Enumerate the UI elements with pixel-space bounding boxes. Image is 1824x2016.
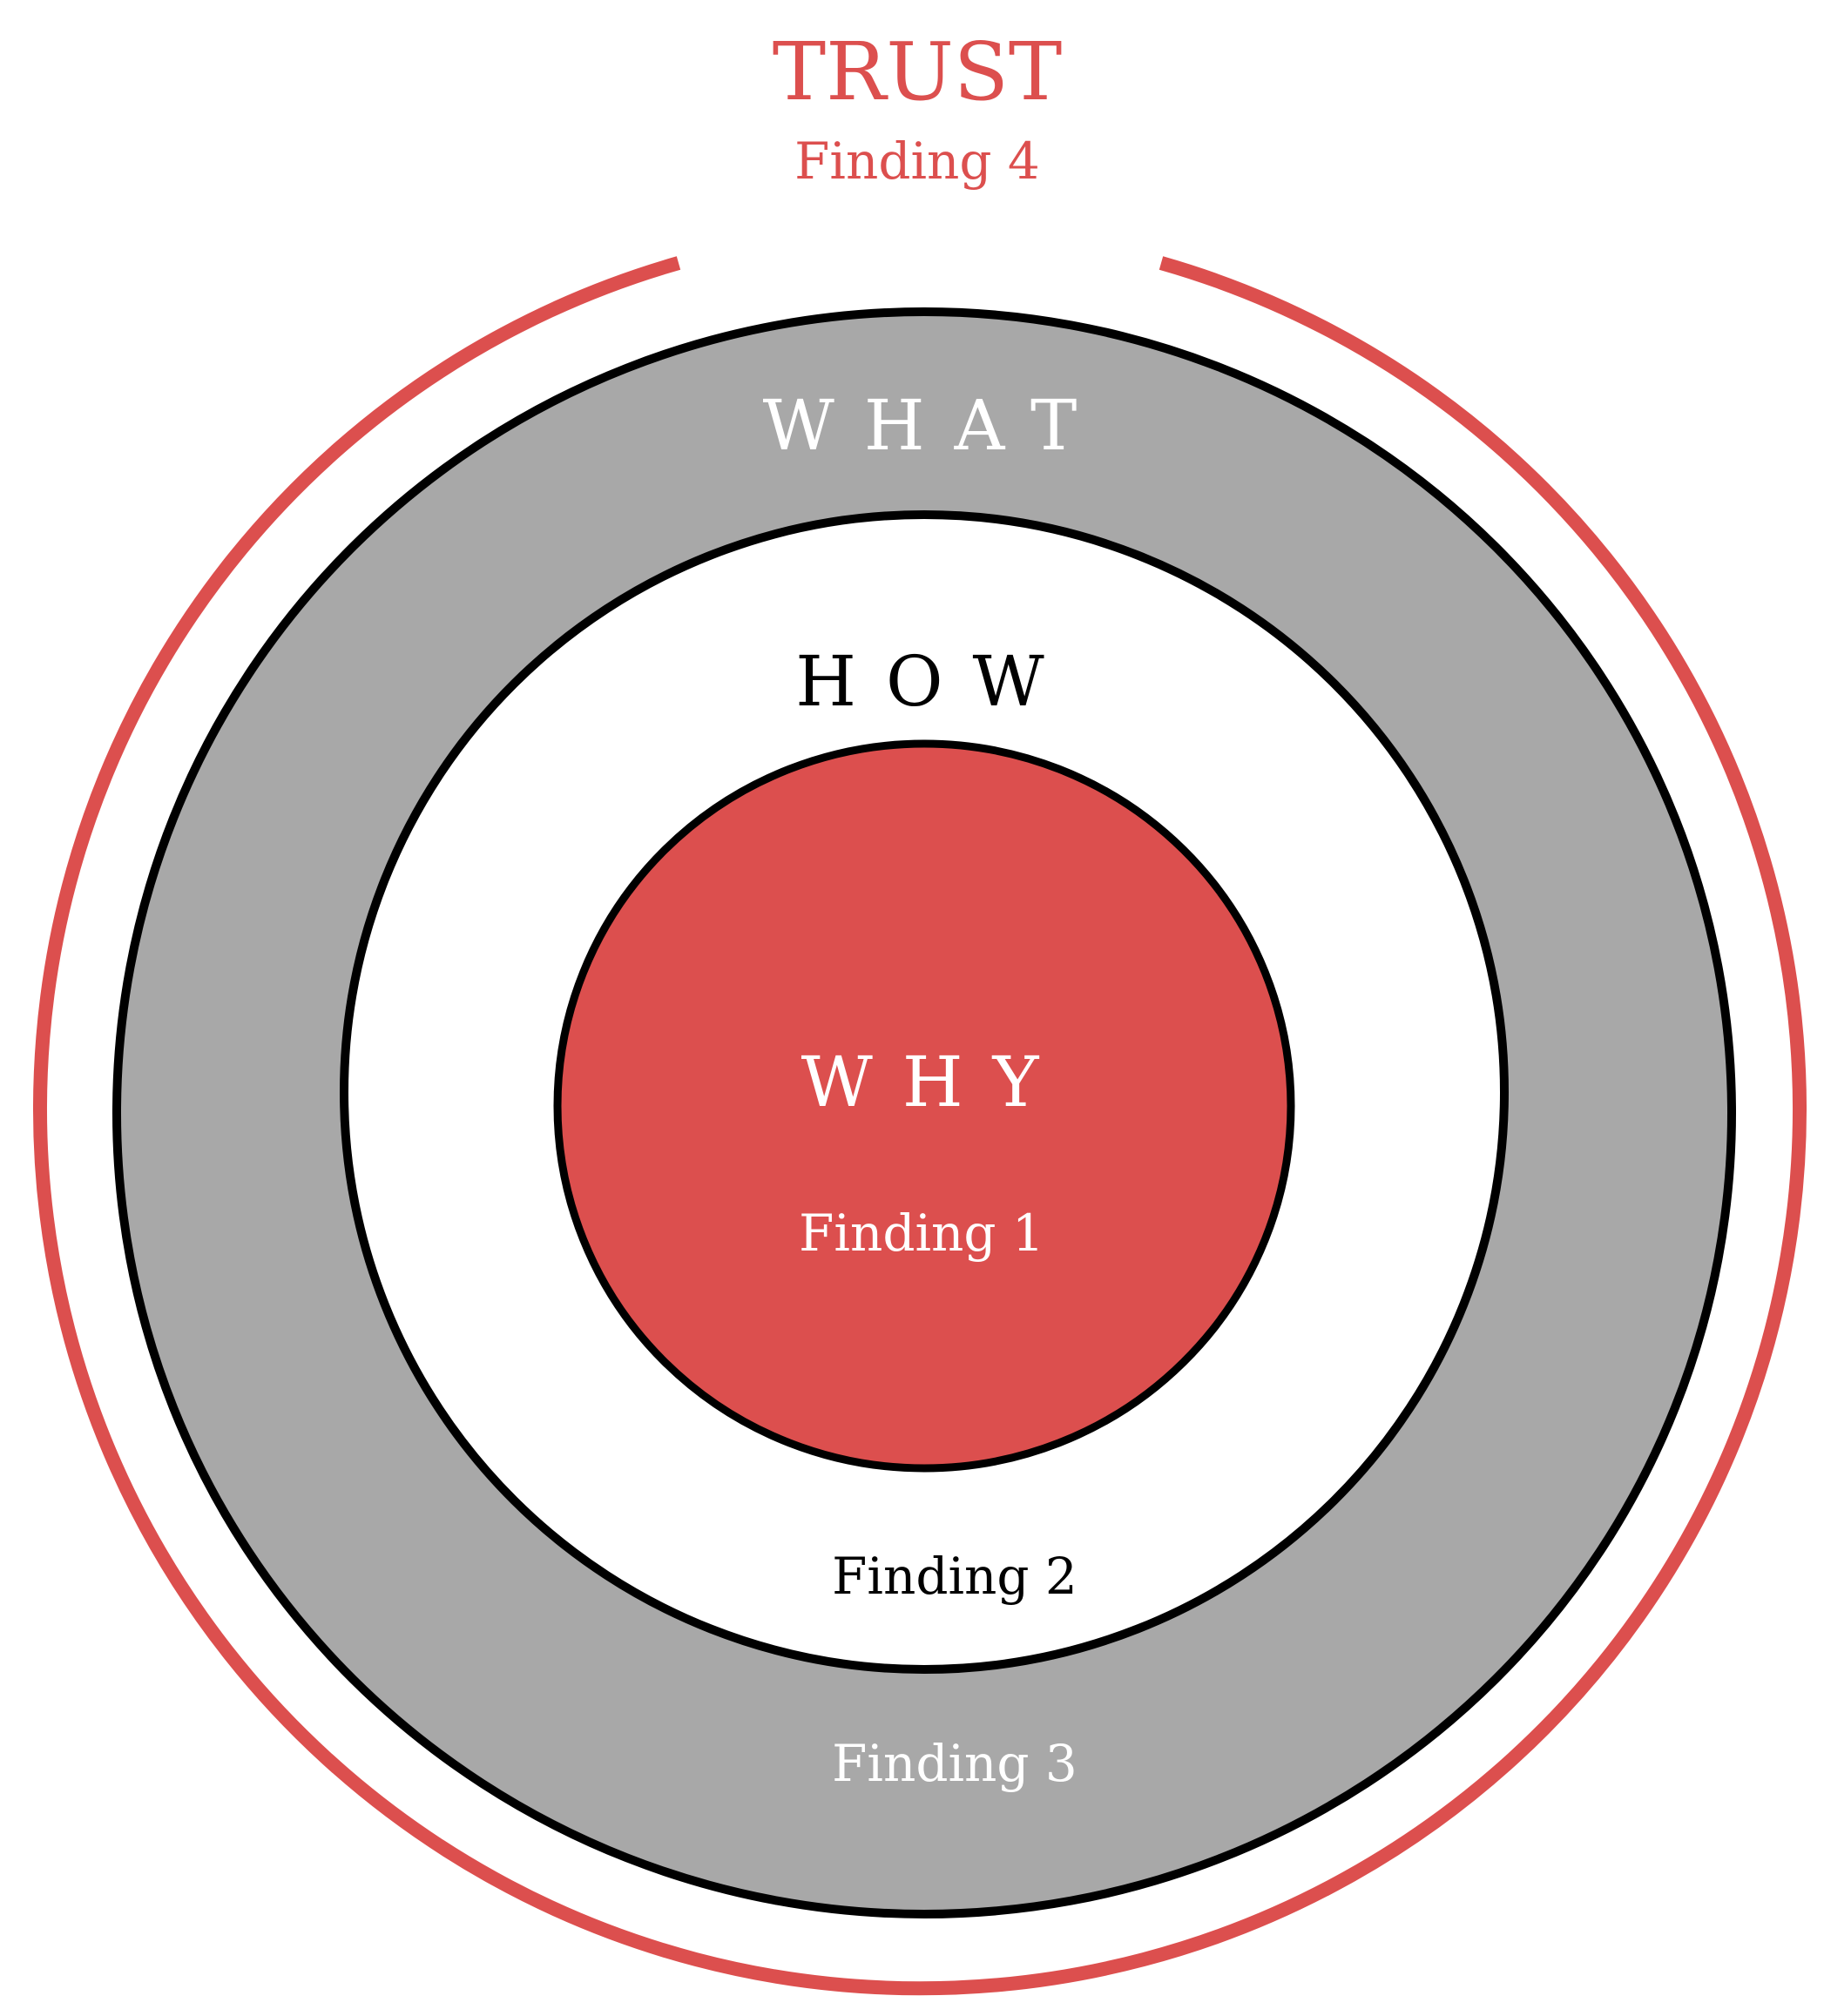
why-core (553, 739, 1295, 1473)
trust-arc (33, 256, 1807, 1996)
why-label: WHY (801, 1042, 1069, 1123)
what-label: WHAT (763, 385, 1107, 466)
how-label: HOW (795, 641, 1074, 722)
what-finding-label: Finding 3 (832, 1734, 1078, 1793)
why-finding-label: Finding 1 (799, 1204, 1044, 1263)
trust-finding-label: Finding 4 (794, 131, 1040, 191)
how-finding-label: Finding 2 (832, 1547, 1078, 1606)
trust-title: TRUST (773, 25, 1063, 118)
